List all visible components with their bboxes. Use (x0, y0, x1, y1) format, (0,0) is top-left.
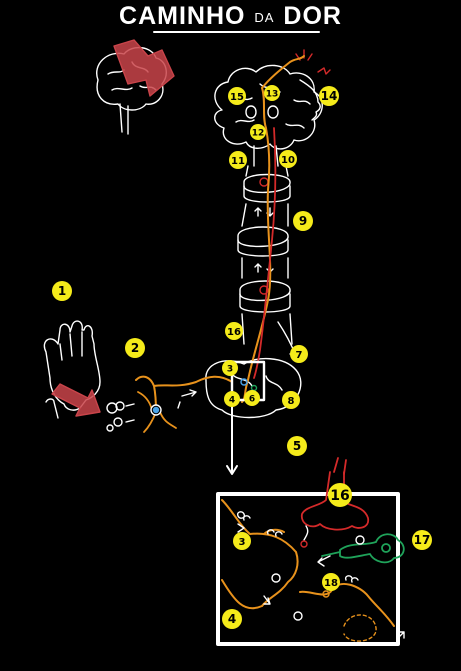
badge-circle (328, 483, 352, 507)
badge-circle (224, 391, 240, 407)
badge-label: 14 (321, 89, 338, 103)
badge-label: 9 (299, 214, 307, 228)
badge-label: 2 (131, 341, 139, 355)
badge-9: 9 (293, 211, 313, 231)
badge-3: 3 (222, 360, 238, 376)
badge-circle (279, 150, 297, 168)
badge-label: 3 (239, 537, 246, 548)
brainstem (253, 145, 279, 167)
arrows-descending (266, 207, 274, 273)
badge-circle (225, 322, 243, 340)
badge-5: 5 (287, 436, 307, 456)
title-connector: DA (254, 9, 275, 25)
detail-panel (216, 492, 400, 646)
brain-thumbnail-icon (96, 39, 175, 135)
badge-label: 3 (227, 364, 233, 374)
badge-circle (282, 391, 300, 409)
descending-neuron-detail (300, 457, 370, 531)
badge-circle (287, 436, 307, 456)
title-main-end: DOR (283, 2, 342, 30)
badge-label: 11 (231, 156, 245, 167)
badge-6: 6 (244, 390, 260, 406)
badge-10: 10 (279, 150, 297, 168)
badge-circle (264, 85, 280, 101)
badge-circle (228, 87, 246, 105)
brain-thumbnail-red-arrow (113, 39, 175, 97)
badge-circle (293, 211, 313, 231)
title-main-start: CAMINHO (119, 2, 246, 30)
badge-circle (125, 338, 145, 358)
badge-circle (233, 532, 251, 550)
badge-8: 8 (282, 391, 300, 409)
badge-circle (290, 345, 308, 363)
badge-13: 13 (264, 85, 280, 101)
badge-label: 13 (266, 89, 279, 99)
badge-circle (52, 281, 72, 301)
title-underline (153, 31, 320, 33)
detail-pointer-arrow (226, 399, 238, 475)
badge-circle (319, 86, 339, 106)
detail-afferent-orange (221, 499, 299, 610)
badge-14: 14 (319, 86, 339, 106)
badge-circle (244, 390, 260, 406)
hand-injury-icon (43, 320, 135, 432)
badge-label: 8 (288, 396, 295, 407)
badge-11: 11 (229, 151, 247, 169)
badge-label: 17 (414, 533, 431, 547)
badge-18: 18 (322, 573, 340, 591)
badge-label: 5 (293, 439, 301, 453)
badge-16: 16 (328, 483, 352, 507)
spinal-segment-2 (237, 226, 289, 257)
badge-circle (322, 573, 340, 591)
badge-4: 4 (224, 391, 240, 407)
badge-label: 10 (281, 155, 295, 166)
nerve-arrow (181, 389, 197, 397)
badge-3: 3 (233, 532, 251, 550)
dashed-cell-body (343, 614, 377, 642)
spinal-cord-cross-section (205, 357, 302, 419)
badge-4: 4 (222, 609, 242, 629)
badge-circle (229, 151, 247, 169)
badge-1: 1 (52, 281, 72, 301)
badge-7: 7 (290, 345, 308, 363)
badge-label: 18 (324, 578, 338, 589)
arrows-ascending (254, 207, 262, 273)
badge-label: 6 (249, 394, 255, 404)
badge-label: 1 (58, 284, 66, 298)
badge-label: 4 (229, 395, 235, 405)
badge-2: 2 (125, 338, 145, 358)
badge-17: 17 (412, 530, 432, 550)
badge-label: 7 (296, 350, 303, 361)
badge-circle (222, 360, 238, 376)
badge-label: 12 (252, 128, 265, 138)
badge-circle (222, 609, 242, 629)
badge-16: 16 (225, 322, 243, 340)
page-title: CAMINHO DA DOR (0, 2, 461, 31)
thalamus-right (267, 105, 279, 119)
interneuron-detail (321, 533, 405, 564)
thalamus-left (245, 105, 257, 119)
pin-icon (45, 398, 59, 419)
injury-red-arrow (51, 383, 101, 417)
brain-outline (214, 49, 331, 167)
face-profile (299, 79, 321, 121)
badge-label: 16 (330, 488, 349, 504)
badge-15: 15 (228, 87, 246, 105)
badge-label: 4 (228, 612, 236, 626)
pain-spark-red (295, 49, 331, 75)
badge-label: 15 (230, 92, 244, 103)
badge-label: 16 (227, 327, 241, 338)
badge-circle (412, 530, 432, 550)
spinal-column (241, 165, 293, 345)
badge-circle (250, 124, 266, 140)
badge-12: 12 (250, 124, 266, 140)
